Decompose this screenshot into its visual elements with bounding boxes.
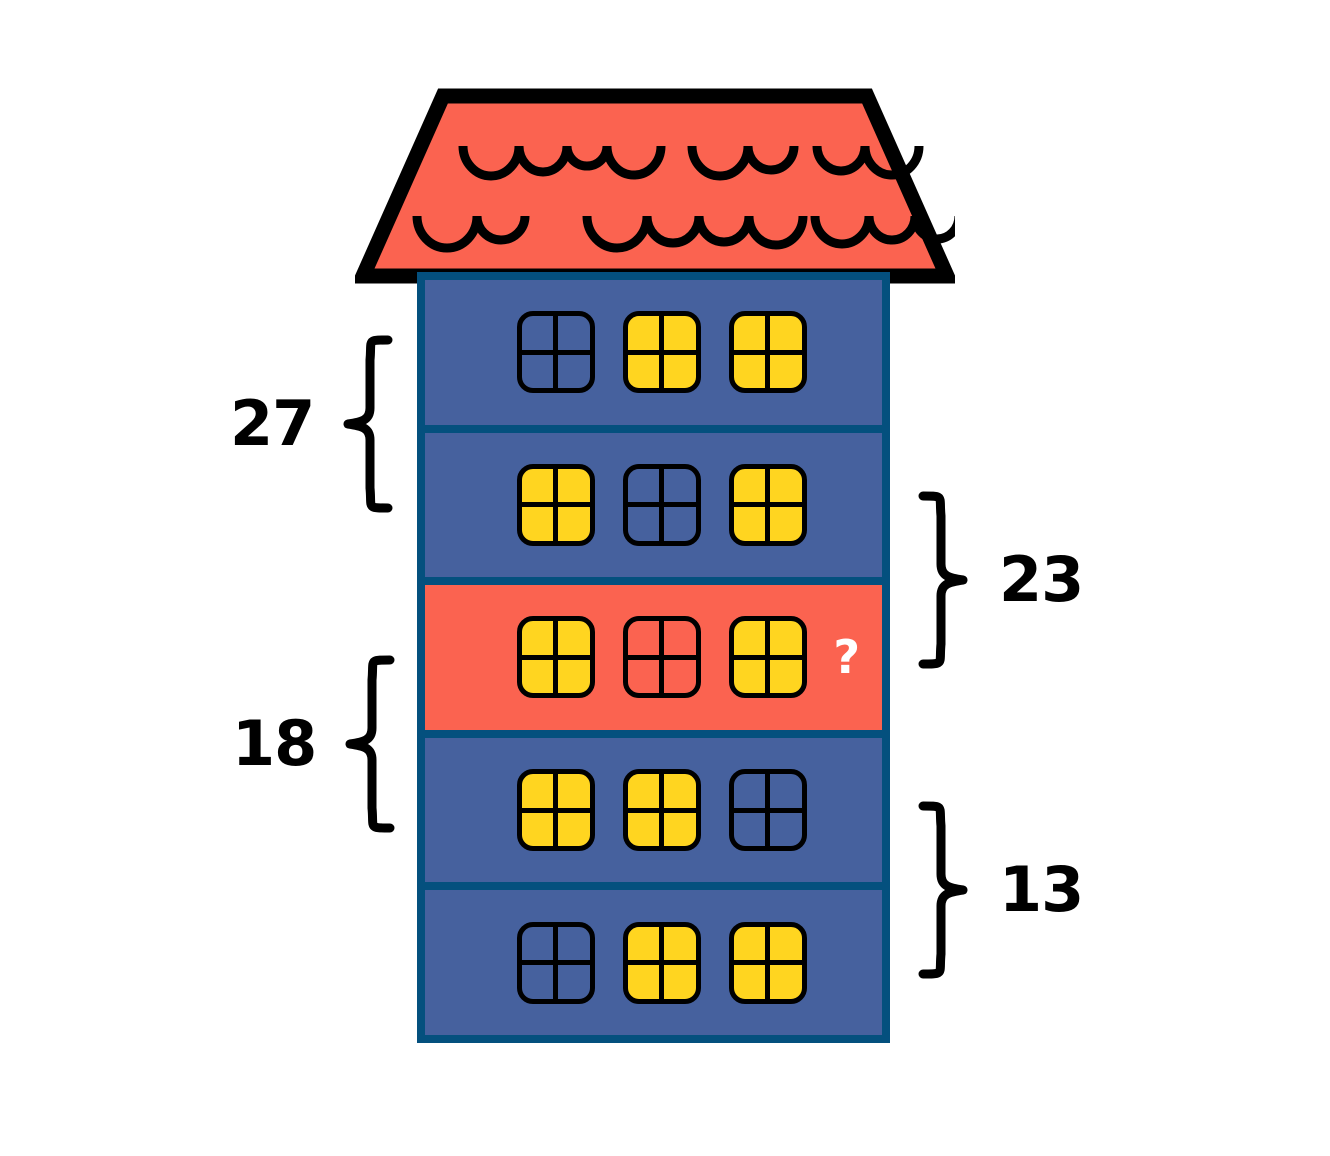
window-floor2-3[interactable]: [728, 463, 807, 546]
mullion-horizontal-icon: [520, 654, 591, 660]
floor-3-highlighted: ?: [425, 585, 882, 730]
brace-annotation-18: 18: [232, 654, 398, 834]
window-floor1-2[interactable]: [622, 311, 701, 394]
floor-2: [425, 432, 882, 578]
brace-annotation-23: 23: [915, 490, 1084, 670]
mullion-horizontal-icon: [732, 502, 803, 508]
mullion-horizontal-icon: [732, 807, 803, 813]
window-floor1-1[interactable]: [516, 311, 595, 394]
mullion-horizontal-icon: [520, 807, 591, 813]
floor-1: [425, 280, 882, 425]
roof-shape: [351, 88, 964, 284]
brace-annotation-27: 27: [230, 334, 396, 514]
brace-label-23: 23: [999, 543, 1084, 616]
left-brace-icon: [343, 335, 393, 513]
right-brace-icon: [918, 801, 968, 979]
mullion-horizontal-icon: [626, 654, 697, 660]
window-floor5-1[interactable]: [516, 921, 595, 1004]
right-brace-icon: [918, 491, 968, 669]
mullion-horizontal-icon: [520, 349, 591, 355]
window-floor5-2[interactable]: [622, 921, 701, 1004]
mullion-horizontal-icon: [626, 807, 697, 813]
brace-label-18: 18: [232, 707, 317, 780]
floor-5: [425, 890, 882, 1035]
brace-label-13: 13: [999, 853, 1084, 926]
mullion-horizontal-icon: [732, 654, 803, 660]
window-floor4-1[interactable]: [516, 769, 595, 852]
window-floor2-2[interactable]: [622, 463, 701, 546]
question-mark-icon: ?: [833, 630, 860, 685]
left-brace-icon: [345, 655, 395, 833]
roof: [351, 88, 964, 284]
mullion-horizontal-icon: [626, 502, 697, 508]
mullion-horizontal-icon: [520, 502, 591, 508]
brace-annotation-13: 13: [915, 800, 1084, 980]
mullion-horizontal-icon: [732, 960, 803, 966]
mullion-horizontal-icon: [626, 960, 697, 966]
floor-4: [425, 737, 882, 883]
mullion-horizontal-icon: [626, 349, 697, 355]
building-body: ?: [417, 272, 890, 1043]
mullion-horizontal-icon: [520, 960, 591, 966]
window-floor1-3[interactable]: [728, 311, 807, 394]
window-floor2-1[interactable]: [516, 463, 595, 546]
roof-tiles: [412, 145, 964, 253]
window-floor5-3[interactable]: [728, 921, 807, 1004]
mullion-horizontal-icon: [732, 349, 803, 355]
brace-label-27: 27: [230, 387, 315, 460]
window-floor3-2[interactable]: [622, 616, 701, 699]
window-floor4-2[interactable]: [622, 769, 701, 852]
window-floor3-3[interactable]: [728, 616, 807, 699]
window-floor4-3[interactable]: [728, 769, 807, 852]
window-floor3-1[interactable]: [516, 616, 595, 699]
